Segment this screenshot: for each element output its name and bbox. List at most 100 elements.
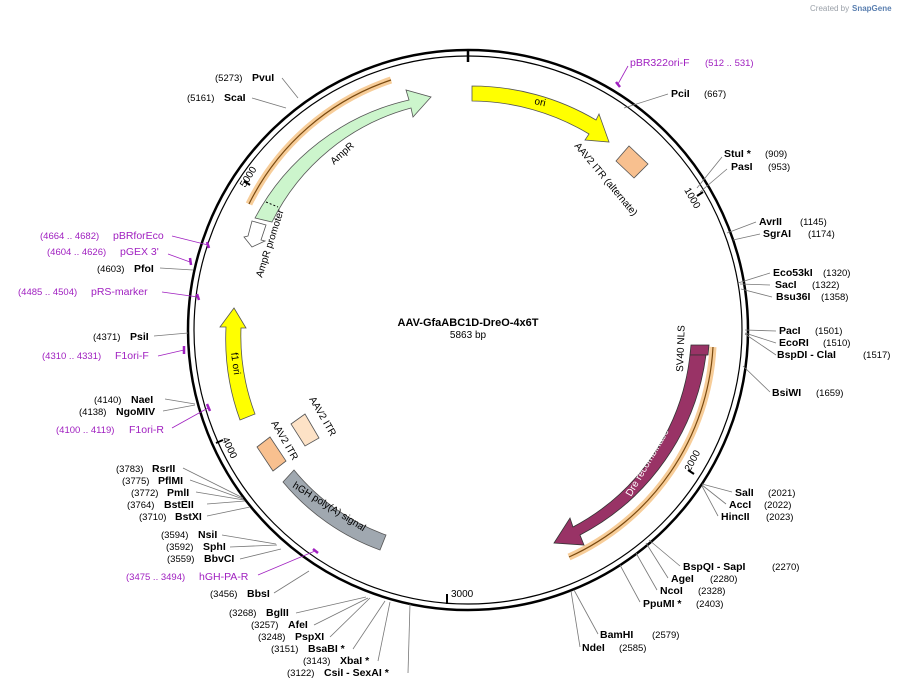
site-eco53ki[interactable]: Eco53kI bbox=[773, 267, 813, 279]
site-pos-sgrai: (1174) bbox=[808, 229, 835, 240]
tick-label-3000: 3000 bbox=[451, 589, 474, 600]
site-bbsi[interactable]: BbsI bbox=[247, 588, 270, 600]
feature-hgh-polya-signal[interactable] bbox=[282, 469, 387, 551]
site-ndei[interactable]: NdeI bbox=[582, 642, 605, 654]
primer-prs-marker[interactable]: pRS-marker bbox=[91, 286, 148, 298]
site-pasi[interactable]: PasI bbox=[731, 161, 753, 173]
site-pos-nsii: (3594) bbox=[161, 530, 188, 541]
site-pos-bsabi: (3151) bbox=[271, 644, 298, 655]
site-pos-saci: (1322) bbox=[812, 280, 839, 291]
credit-text: Created by bbox=[810, 4, 849, 13]
site-naei[interactable]: NaeI bbox=[131, 394, 153, 406]
primer-pbrforeco[interactable]: pBRforEco bbox=[113, 230, 164, 242]
feature-aav2-itr[interactable] bbox=[256, 436, 287, 472]
site-pos-bspqi-sapi: (2270) bbox=[772, 562, 799, 573]
site-pos-pmli: (3772) bbox=[131, 488, 158, 499]
site-pmli[interactable]: PmlI bbox=[167, 487, 189, 499]
site-bglii[interactable]: BglII bbox=[266, 607, 289, 619]
site-pos-bbvci: (3559) bbox=[167, 554, 194, 565]
plasmid-name: AAV-GfaABC1D-DreO-4x6T bbox=[398, 317, 539, 329]
primer-pbr322ori-f[interactable]: pBR322ori-F bbox=[630, 57, 690, 69]
site-ngomiv[interactable]: NgoMIV bbox=[116, 406, 155, 418]
site-leader-lines bbox=[153, 77, 777, 674]
site-ppumi[interactable]: PpuMI * bbox=[643, 598, 682, 610]
site-bbvci[interactable]: BbvCI bbox=[204, 553, 234, 565]
site-stui[interactable]: StuI * bbox=[724, 148, 752, 160]
site-pos-sphi: (3592) bbox=[166, 542, 193, 553]
site-pos-pvui: (5273) bbox=[215, 73, 242, 84]
site-pos-bglii: (3268) bbox=[229, 608, 256, 619]
site-scai[interactable]: ScaI bbox=[224, 92, 246, 104]
site-pos-acci: (2022) bbox=[764, 500, 791, 511]
site-pos-rsrii: (3783) bbox=[116, 464, 143, 475]
site-pos-pasi: (953) bbox=[768, 162, 790, 173]
feature-hgh-polya-label: hGH poly(A) signal bbox=[290, 480, 367, 534]
tick-label-1000: 1000 bbox=[681, 186, 702, 211]
site-saci[interactable]: SacI bbox=[775, 279, 797, 291]
site-pos-avrii: (1145) bbox=[800, 217, 827, 228]
feature-f1-ori[interactable] bbox=[219, 307, 256, 421]
site-csii-sexai[interactable]: CsiI - SexAI * bbox=[324, 667, 390, 679]
site-pos-bspdi-clai: (1517) bbox=[863, 350, 890, 361]
feature-sv40-nls[interactable] bbox=[689, 344, 710, 356]
site-ncoi[interactable]: NcoI bbox=[660, 585, 683, 597]
site-afei[interactable]: AfeI bbox=[288, 619, 308, 631]
feature-aav2-itr-alternate[interactable] bbox=[615, 145, 649, 179]
site-pos-bbsi: (3456) bbox=[210, 589, 237, 600]
site-pcii[interactable]: PciI bbox=[671, 88, 690, 100]
site-pos-sali: (2021) bbox=[768, 488, 795, 499]
site-pos-pflmi: (3775) bbox=[122, 476, 149, 487]
site-bstxi[interactable]: BstXI bbox=[175, 511, 202, 523]
site-pos-ncoi: (2328) bbox=[698, 586, 725, 597]
site-pos-bsu36i: (1358) bbox=[821, 292, 848, 303]
site-pflmi[interactable]: PflMI bbox=[158, 475, 183, 487]
site-bspdi-clai[interactable]: BspDI - ClaI bbox=[777, 349, 836, 361]
feature-ampr[interactable] bbox=[254, 89, 432, 223]
site-xbai[interactable]: XbaI * bbox=[340, 655, 370, 667]
site-pos-bsteii: (3764) bbox=[127, 500, 154, 511]
site-hincii[interactable]: HincII bbox=[721, 511, 750, 523]
site-pos-ndei: (2585) bbox=[619, 643, 646, 654]
site-psii[interactable]: PsiI bbox=[130, 331, 149, 343]
site-rsrii[interactable]: RsrII bbox=[152, 463, 175, 475]
site-bsabi[interactable]: BsaBI * bbox=[308, 643, 346, 655]
site-paci[interactable]: PacI bbox=[779, 325, 801, 337]
site-acci[interactable]: AccI bbox=[729, 499, 751, 511]
site-bsteii[interactable]: BstEII bbox=[164, 499, 194, 511]
site-nsii[interactable]: NsiI bbox=[198, 529, 217, 541]
site-sphi[interactable]: SphI bbox=[203, 541, 226, 553]
site-bsu36i[interactable]: Bsu36I bbox=[776, 291, 811, 303]
site-pos-paci: (1501) bbox=[815, 326, 842, 337]
site-bsiwi[interactable]: BsiWI bbox=[772, 387, 801, 399]
site-sali[interactable]: SalI bbox=[735, 487, 754, 499]
site-avrii[interactable]: AvrII bbox=[759, 216, 782, 228]
site-pos-stui: (909) bbox=[765, 149, 787, 160]
primer-pgex3[interactable]: pGEX 3' bbox=[120, 246, 159, 258]
primer-hgh-pa-r[interactable]: hGH-PA-R bbox=[199, 571, 249, 583]
site-ecori[interactable]: EcoRI bbox=[779, 337, 809, 349]
feature-ori[interactable] bbox=[471, 85, 610, 143]
feature-dre-recombinase[interactable] bbox=[553, 354, 707, 546]
primer-pos-hgh-pa-r: (3475 .. 3494) bbox=[126, 572, 185, 583]
site-pspxi[interactable]: PspXI bbox=[295, 631, 324, 643]
site-pos-xbai: (3143) bbox=[303, 656, 330, 667]
primer-f1ori-f[interactable]: F1ori-F bbox=[115, 350, 149, 362]
feature-aav2-itr-2[interactable] bbox=[290, 413, 320, 447]
site-pos-csii-sexai: (3122) bbox=[287, 668, 314, 679]
feature-ampr-promoter[interactable] bbox=[243, 220, 267, 248]
primer-pos-pgex3: (4604 .. 4626) bbox=[47, 247, 106, 258]
site-pfoi[interactable]: PfoI bbox=[134, 263, 154, 275]
scale-ticks bbox=[215, 180, 704, 604]
site-bspqi-sapi[interactable]: BspQI - SapI bbox=[683, 561, 746, 573]
primer-f1ori-r[interactable]: F1ori-R bbox=[129, 424, 164, 436]
site-pos-ngomiv: (4138) bbox=[79, 407, 106, 418]
site-sgrai[interactable]: SgrAI bbox=[763, 228, 791, 240]
site-bamhi[interactable]: BamHI bbox=[600, 629, 633, 641]
feature-f1-ori-label: f1 ori bbox=[228, 352, 242, 376]
feature-dre-recombinase-label: Dre recombinase bbox=[624, 427, 672, 499]
primer-pos-pbr322ori-f: (512 .. 531) bbox=[705, 58, 754, 69]
site-agei[interactable]: AgeI bbox=[671, 573, 694, 585]
site-pvui[interactable]: PvuI bbox=[252, 72, 274, 84]
site-pos-scai: (5161) bbox=[187, 93, 214, 104]
